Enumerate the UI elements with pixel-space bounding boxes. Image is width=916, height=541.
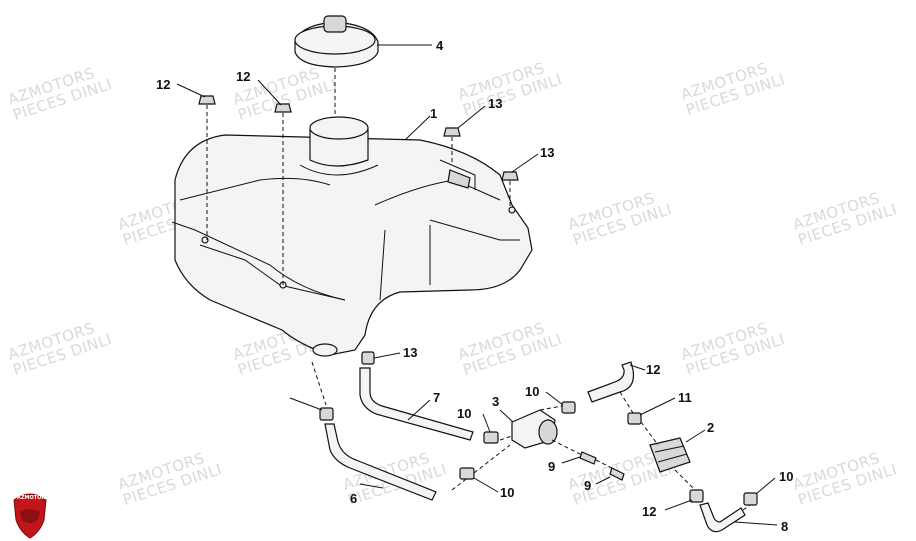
screw-parts	[551, 439, 625, 481]
fuel-cap-part	[294, 15, 379, 115]
callout-labels: 4 1 12 12 13 13 13 7 10 3 10 10 9 9 12 1…	[156, 38, 793, 534]
callout-9: 9	[548, 459, 555, 474]
callout-7: 7	[433, 390, 440, 405]
hose-8-part	[689, 489, 758, 533]
callout-2: 2	[707, 420, 714, 435]
fuel-filter-part	[640, 421, 696, 491]
callout-3: 3	[492, 394, 499, 409]
callout-13: 13	[403, 345, 417, 360]
fuel-tank-part	[171, 116, 533, 357]
fuel-valve-part	[451, 401, 576, 491]
callout-13: 10	[779, 469, 793, 484]
callout-12: 13	[540, 145, 554, 160]
callout-10: 10	[500, 485, 514, 500]
callout-12: 13	[488, 96, 502, 111]
callout-12: 12	[236, 69, 250, 84]
callout-6: 6	[350, 491, 357, 506]
leader-lines	[176, 44, 778, 526]
callout-10: 10	[525, 384, 539, 399]
hose-7-part	[359, 351, 474, 441]
bolt	[198, 95, 216, 240]
logo-text: AZMOTORS	[17, 495, 49, 501]
bolt	[274, 103, 292, 285]
callout-8: 8	[781, 519, 788, 534]
callout-1: 1	[430, 106, 437, 121]
hose-11-part	[587, 361, 642, 425]
azmotors-logo: AZMOTORS	[13, 493, 49, 539]
callout-10: 10	[457, 406, 471, 421]
callout-9: 9	[584, 478, 591, 493]
callout-10: 11	[678, 390, 692, 405]
callout-10: 12	[642, 504, 656, 519]
callout-12: 12	[156, 77, 170, 92]
callout-4: 4	[436, 38, 444, 53]
callout-11: 12	[646, 362, 660, 377]
hose-6-part	[311, 361, 437, 501]
bolt	[443, 127, 461, 165]
